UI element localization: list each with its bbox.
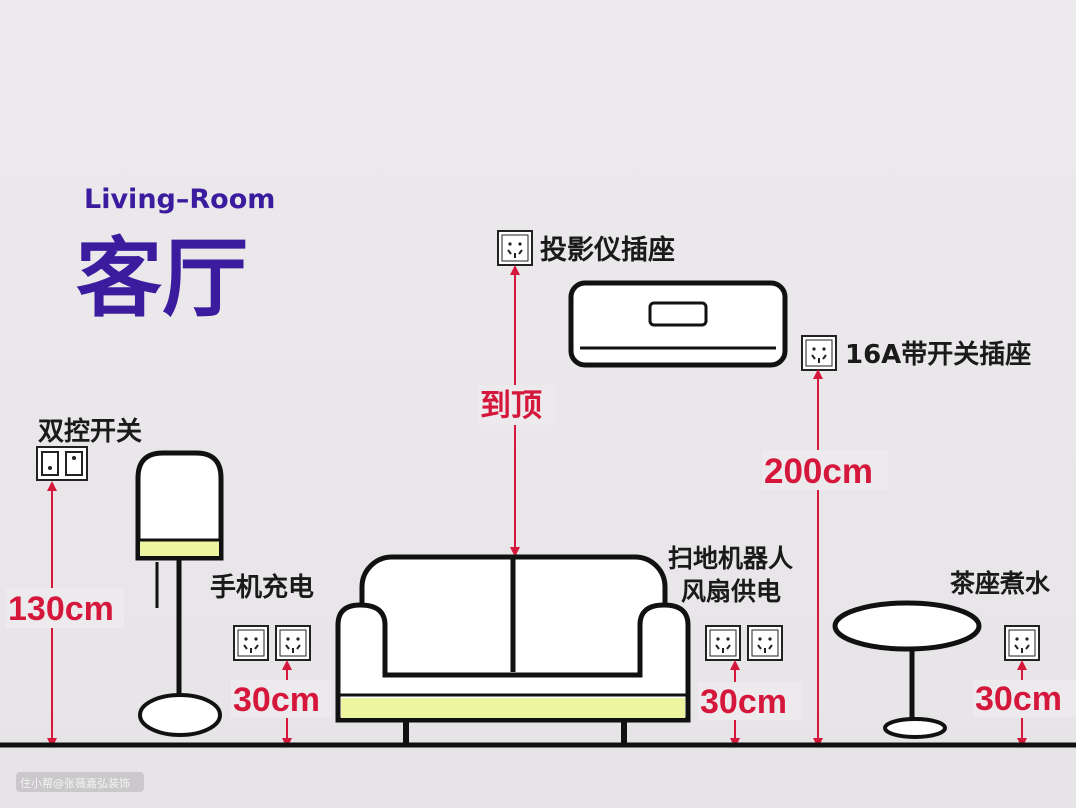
- sofa-icon: [335, 554, 691, 745]
- phone-charging-label: 手机充电: [210, 572, 314, 603]
- robot-socket-icon-2: [747, 625, 783, 661]
- robot-label-line2: 风扇供电: [681, 577, 781, 606]
- tea-table-icon: [832, 600, 982, 739]
- projector-socket-label: 投影仪插座: [540, 234, 675, 266]
- switch-height-label: 130cm: [8, 590, 114, 628]
- dual-switch-label: 双控开关: [38, 417, 142, 447]
- title-english: Living–Room: [84, 184, 275, 215]
- dual-switch-icon: [36, 446, 88, 481]
- projector-socket-icon: [497, 230, 533, 266]
- phone-socket-icon-2: [275, 625, 311, 661]
- tea-height-label: 30cm: [975, 680, 1062, 718]
- tea-label: 茶座煮水: [950, 569, 1051, 598]
- phone-socket-icon-1: [233, 625, 269, 661]
- ac-socket-label: 16A带开关插座: [845, 339, 1031, 370]
- watermark: 住小帮@张薇嘉弘装饰: [20, 776, 130, 790]
- phone-height-label: 30cm: [233, 681, 320, 719]
- title-chinese: 客厅: [76, 229, 248, 329]
- robot-socket-icon-1: [705, 625, 741, 661]
- to-ceiling-label: 到顶: [480, 388, 542, 423]
- ac-socket-icon: [801, 335, 837, 371]
- air-conditioner-icon: [568, 280, 788, 368]
- robot-label-line1: 扫地机器人: [668, 544, 793, 573]
- ac-height-label: 200cm: [764, 452, 873, 491]
- tea-socket-icon: [1004, 625, 1040, 661]
- robot-height-label: 30cm: [700, 683, 787, 721]
- floor-lamp-icon: [135, 450, 224, 737]
